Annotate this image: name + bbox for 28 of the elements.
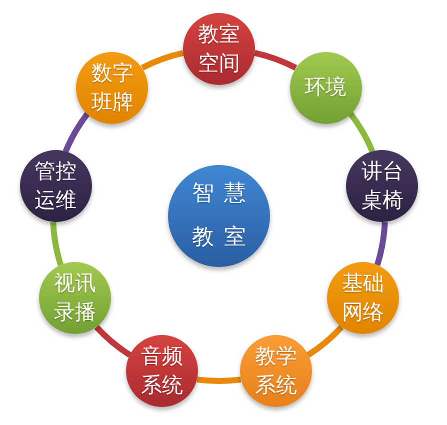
- topic-circle: [326, 262, 399, 334]
- node-label: 管控运维: [34, 158, 78, 214]
- topic-circle: [76, 52, 148, 124]
- node-label: 教学系统: [254, 342, 298, 399]
- ring-arc: [94, 324, 132, 358]
- ring-arc: [348, 112, 376, 153]
- node-label: 讲台桌椅: [360, 158, 404, 214]
- ring-arc: [196, 376, 242, 384]
- topic-circle: [346, 150, 418, 222]
- node-label: 基础网络: [340, 270, 385, 326]
- ring-arc: [374, 222, 388, 266]
- topic-circle: [39, 262, 112, 334]
- topic-circle: [290, 52, 362, 124]
- ring-arc: [254, 50, 298, 71]
- ring-arc: [50, 222, 64, 266]
- node-label: 智慧教室: [191, 180, 256, 252]
- topic-circle: [126, 334, 198, 407]
- node-label: 环境: [304, 74, 348, 102]
- node-label: 教室空间: [197, 21, 241, 77]
- topic-circle: [183, 13, 255, 85]
- ring-arc: [62, 112, 90, 153]
- topic-circle: [240, 334, 312, 407]
- topic-circle: [20, 150, 92, 222]
- ring-arc: [140, 50, 184, 71]
- node-label: 视讯录播: [53, 270, 98, 326]
- ring-arc: [306, 324, 344, 358]
- node-label: 音频系统: [140, 342, 184, 399]
- node-label: 数字班牌: [90, 60, 134, 116]
